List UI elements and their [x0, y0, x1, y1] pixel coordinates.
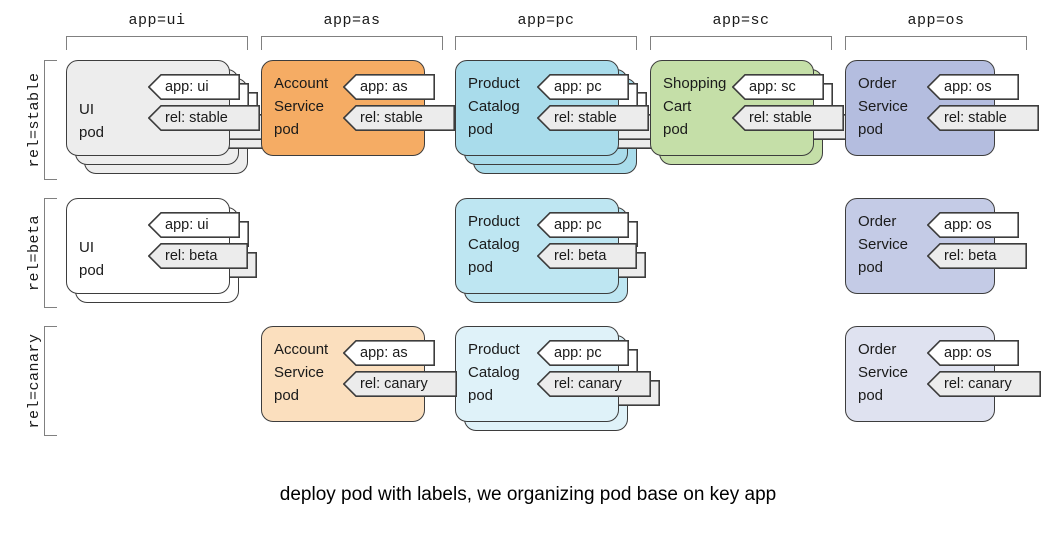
label-text: rel: beta: [165, 248, 218, 264]
row-label-canary: rel=canary: [26, 333, 43, 429]
os-stable-rel-tag[interactable]: rel: stable: [927, 105, 1039, 131]
column-label-os: app=os: [907, 12, 965, 29]
column-label-pc: app=pc: [517, 12, 575, 29]
pc-stable-app-tag[interactable]: app: pc: [537, 74, 629, 100]
row-bracket-stable: [44, 60, 57, 180]
as-stable-rel-tag[interactable]: rel: stable: [343, 105, 455, 131]
pc-beta-app-tag[interactable]: app: pc: [537, 212, 629, 238]
os-beta-app-tag[interactable]: app: os: [927, 212, 1019, 238]
ui-beta-rel-tag[interactable]: rel: beta: [148, 243, 248, 269]
pc-stable-rel-tag[interactable]: rel: stable: [537, 105, 649, 131]
column-bracket-as: [261, 36, 443, 50]
label-text: rel: stable: [360, 110, 423, 126]
row-bracket-beta: [44, 198, 57, 308]
column-bracket-ui: [66, 36, 248, 50]
sc-stable-app-tag[interactable]: app: sc: [732, 74, 824, 100]
label-text: rel: beta: [944, 248, 997, 264]
row-bracket-canary: [44, 326, 57, 436]
column-label-ui: app=ui: [128, 12, 186, 29]
ui-stable-app-tag[interactable]: app: ui: [148, 74, 240, 100]
column-label-sc: app=sc: [712, 12, 770, 29]
label-text: rel: stable: [165, 110, 228, 126]
sc-stable-rel-tag[interactable]: rel: stable: [732, 105, 844, 131]
os-canary-app-tag[interactable]: app: os: [927, 340, 1019, 366]
ui-stable-rel-tag[interactable]: rel: stable: [148, 105, 260, 131]
label-text: app: os: [944, 217, 992, 233]
label-text: rel: stable: [749, 110, 812, 126]
os-stable-app-tag[interactable]: app: os: [927, 74, 1019, 100]
label-text: rel: canary: [554, 376, 622, 392]
label-text: app: pc: [554, 79, 602, 95]
label-text: app: pc: [554, 345, 602, 361]
as-stable-app-tag[interactable]: app: as: [343, 74, 435, 100]
label-text: app: ui: [165, 217, 209, 233]
label-text: rel: canary: [360, 376, 428, 392]
label-text: rel: stable: [944, 110, 1007, 126]
label-text: app: as: [360, 79, 408, 95]
as-canary-rel-tag[interactable]: rel: canary: [343, 371, 457, 397]
column-bracket-sc: [650, 36, 832, 50]
column-bracket-os: [845, 36, 1027, 50]
column-label-as: app=as: [323, 12, 381, 29]
label-text: app: sc: [749, 79, 796, 95]
pc-canary-app-tag[interactable]: app: pc: [537, 340, 629, 366]
label-text: app: ui: [165, 79, 209, 95]
os-beta-rel-tag[interactable]: rel: beta: [927, 243, 1027, 269]
os-canary-rel-tag[interactable]: rel: canary: [927, 371, 1041, 397]
label-text: rel: canary: [944, 376, 1012, 392]
as-canary-app-tag[interactable]: app: as: [343, 340, 435, 366]
label-text: rel: beta: [554, 248, 607, 264]
pc-canary-rel-tag[interactable]: rel: canary: [537, 371, 651, 397]
label-text: app: pc: [554, 217, 602, 233]
label-text: rel: stable: [554, 110, 617, 126]
diagram-caption: deploy pod with labels, we organizing po…: [279, 484, 777, 505]
label-text: app: os: [944, 345, 992, 361]
label-text: app: os: [944, 79, 992, 95]
pc-beta-rel-tag[interactable]: rel: beta: [537, 243, 637, 269]
ui-beta-app-tag[interactable]: app: ui: [148, 212, 240, 238]
label-text: app: as: [360, 345, 408, 361]
column-bracket-pc: [455, 36, 637, 50]
row-label-beta: rel=beta: [26, 215, 43, 292]
row-label-stable: rel=stable: [26, 72, 43, 168]
